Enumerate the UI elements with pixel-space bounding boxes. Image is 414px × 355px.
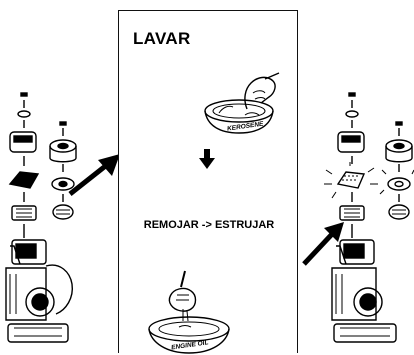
instruction-panel: LAVAR KEROSENE REMOJAR -> ESTRUJAR (118, 10, 298, 354)
arrow-into-panel-icon (68, 154, 120, 196)
kerosene-bowl-illustration: KEROSENE (204, 72, 280, 134)
arrow-to-reassembly-icon (302, 222, 344, 266)
engine-oil-bowl-illustration: ENGINE OIL (148, 270, 230, 354)
left-exploded-air-cleaner-illustration (5, 92, 77, 343)
step-instruction: REMOJAR -> ESTRUJAR (143, 219, 275, 231)
right-reassembly-illustration (324, 92, 414, 343)
panel-title: LAVAR (133, 29, 191, 48)
down-arrow-icon (199, 149, 215, 169)
